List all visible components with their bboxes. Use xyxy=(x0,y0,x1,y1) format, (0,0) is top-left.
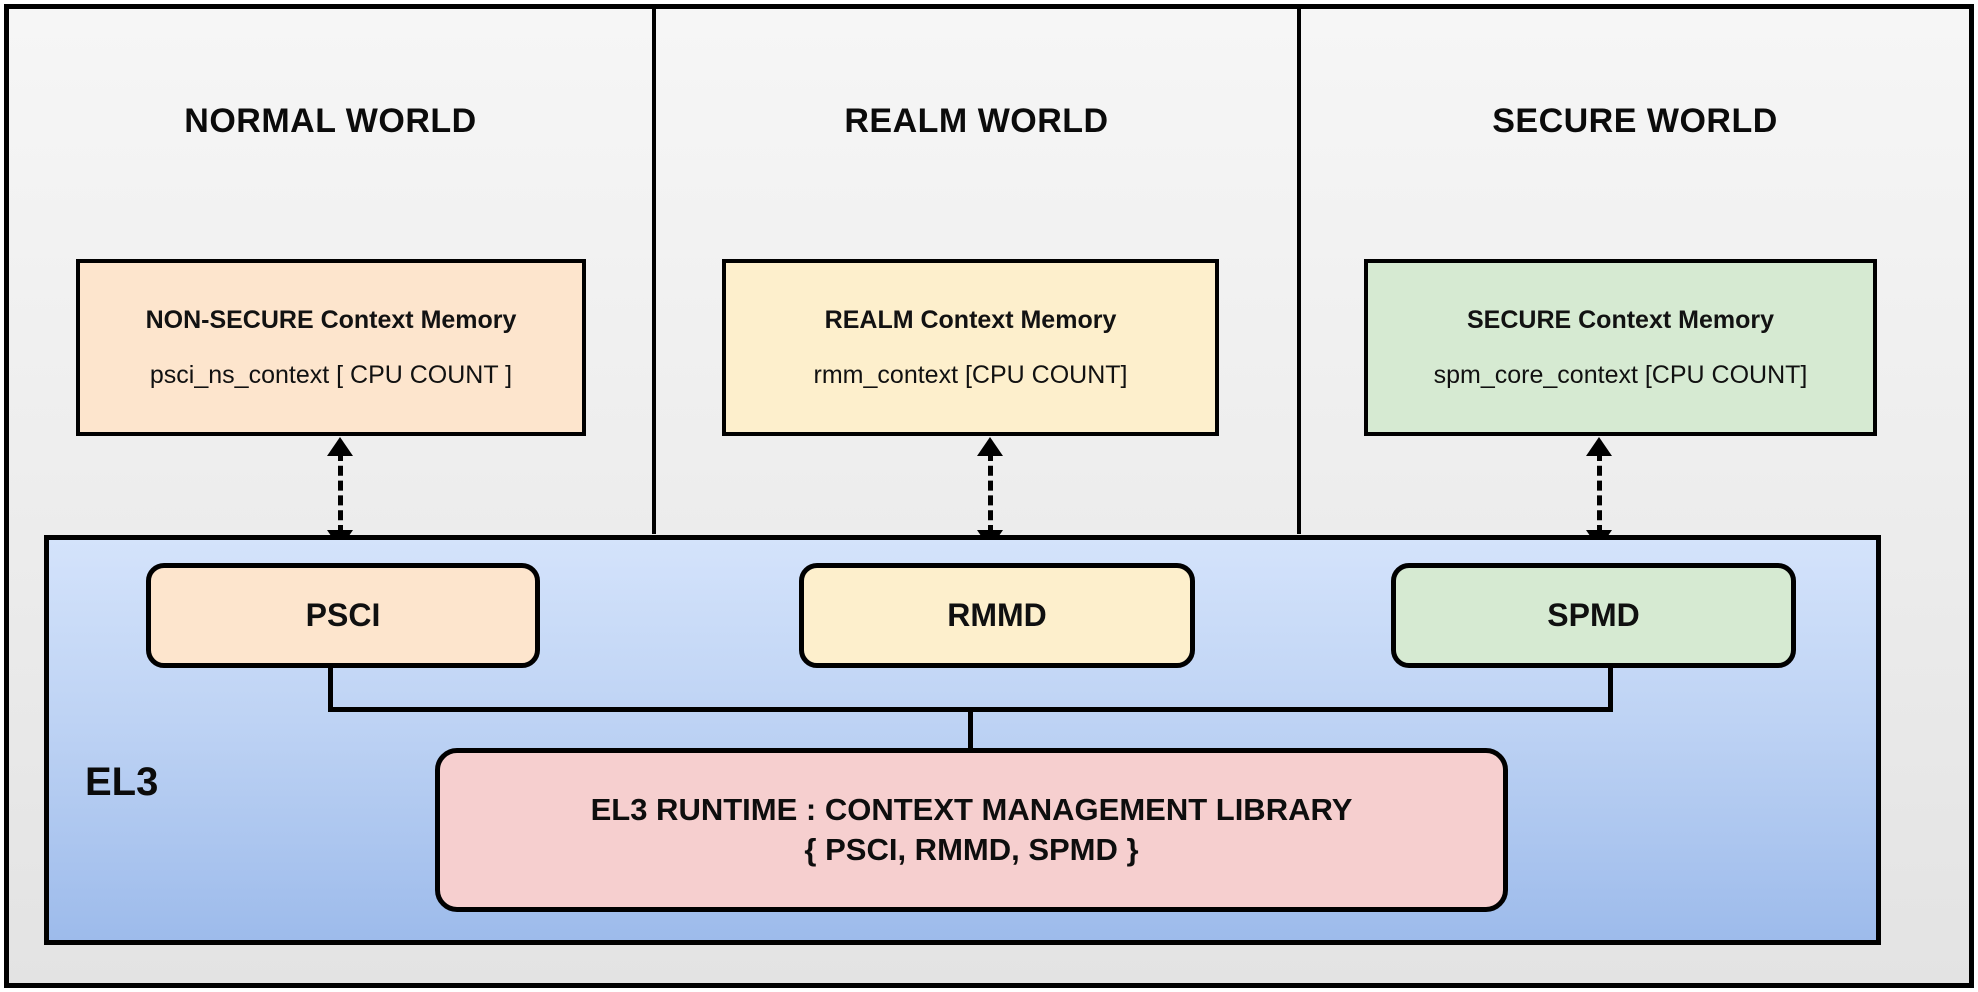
context-memory-title-non-secure: NON-SECURE Context Memory xyxy=(145,305,517,334)
context-memory-box-secure: SECURE Context Memory spm_core_context [… xyxy=(1364,259,1877,436)
dashed-arrow-icon-non-secure xyxy=(327,437,353,549)
world-title-normal: NORMAL WORLD xyxy=(184,102,477,140)
context-memory-subtitle-non-secure: psci_ns_context [ CPU COUNT ] xyxy=(149,360,513,389)
arrowhead-up-icon xyxy=(1586,437,1612,456)
context-memory-title-realm: REALM Context Memory xyxy=(824,305,1117,334)
world-title-realm: REALM WORLD xyxy=(844,102,1109,140)
dispatcher-box-spmd[interactable]: SPMD xyxy=(1391,563,1796,668)
arrowhead-up-icon xyxy=(327,437,353,456)
world-column-normal: NORMAL WORLD NON-SECURE Context Memory p… xyxy=(9,9,656,534)
context-memory-box-non-secure: NON-SECURE Context Memory psci_ns_contex… xyxy=(76,259,586,436)
connector-line-runtime xyxy=(968,707,973,750)
connector-line-spmd xyxy=(1608,668,1613,712)
dispatcher-box-rmmd[interactable]: RMMD xyxy=(799,563,1195,668)
dashed-arrow-icon-secure xyxy=(1586,437,1612,549)
context-memory-box-realm: REALM Context Memory rmm_context [CPU CO… xyxy=(722,259,1219,436)
context-memory-subtitle-realm: rmm_context [CPU COUNT] xyxy=(813,360,1128,389)
connector-line-psci xyxy=(328,668,333,710)
world-column-secure: SECURE WORLD SECURE Context Memory spm_c… xyxy=(1301,9,1969,534)
world-title-secure: SECURE WORLD xyxy=(1492,102,1778,140)
world-column-realm: REALM WORLD REALM Context Memory rmm_con… xyxy=(656,9,1301,534)
context-memory-title-secure: SECURE Context Memory xyxy=(1467,305,1774,334)
el3-label: EL3 xyxy=(85,760,159,804)
arrowhead-up-icon xyxy=(977,437,1003,456)
arrow-stem xyxy=(1597,451,1602,535)
el3-runtime-library-box[interactable]: EL3 RUNTIME : CONTEXT MANAGEMENT LIBRARY… xyxy=(435,748,1508,912)
worlds-region: NORMAL WORLD NON-SECURE Context Memory p… xyxy=(9,9,1969,534)
arrow-stem xyxy=(988,451,993,535)
el3-runtime-library-line1: EL3 RUNTIME : CONTEXT MANAGEMENT LIBRARY xyxy=(590,792,1353,828)
el3-runtime-library-line2: { PSCI, RMMD, SPMD } xyxy=(804,832,1139,867)
dispatcher-box-psci[interactable]: PSCI xyxy=(146,563,540,668)
dashed-arrow-icon-realm xyxy=(977,437,1003,549)
arrow-stem xyxy=(338,451,343,535)
context-memory-subtitle-secure: spm_core_context [CPU COUNT] xyxy=(1433,360,1808,389)
